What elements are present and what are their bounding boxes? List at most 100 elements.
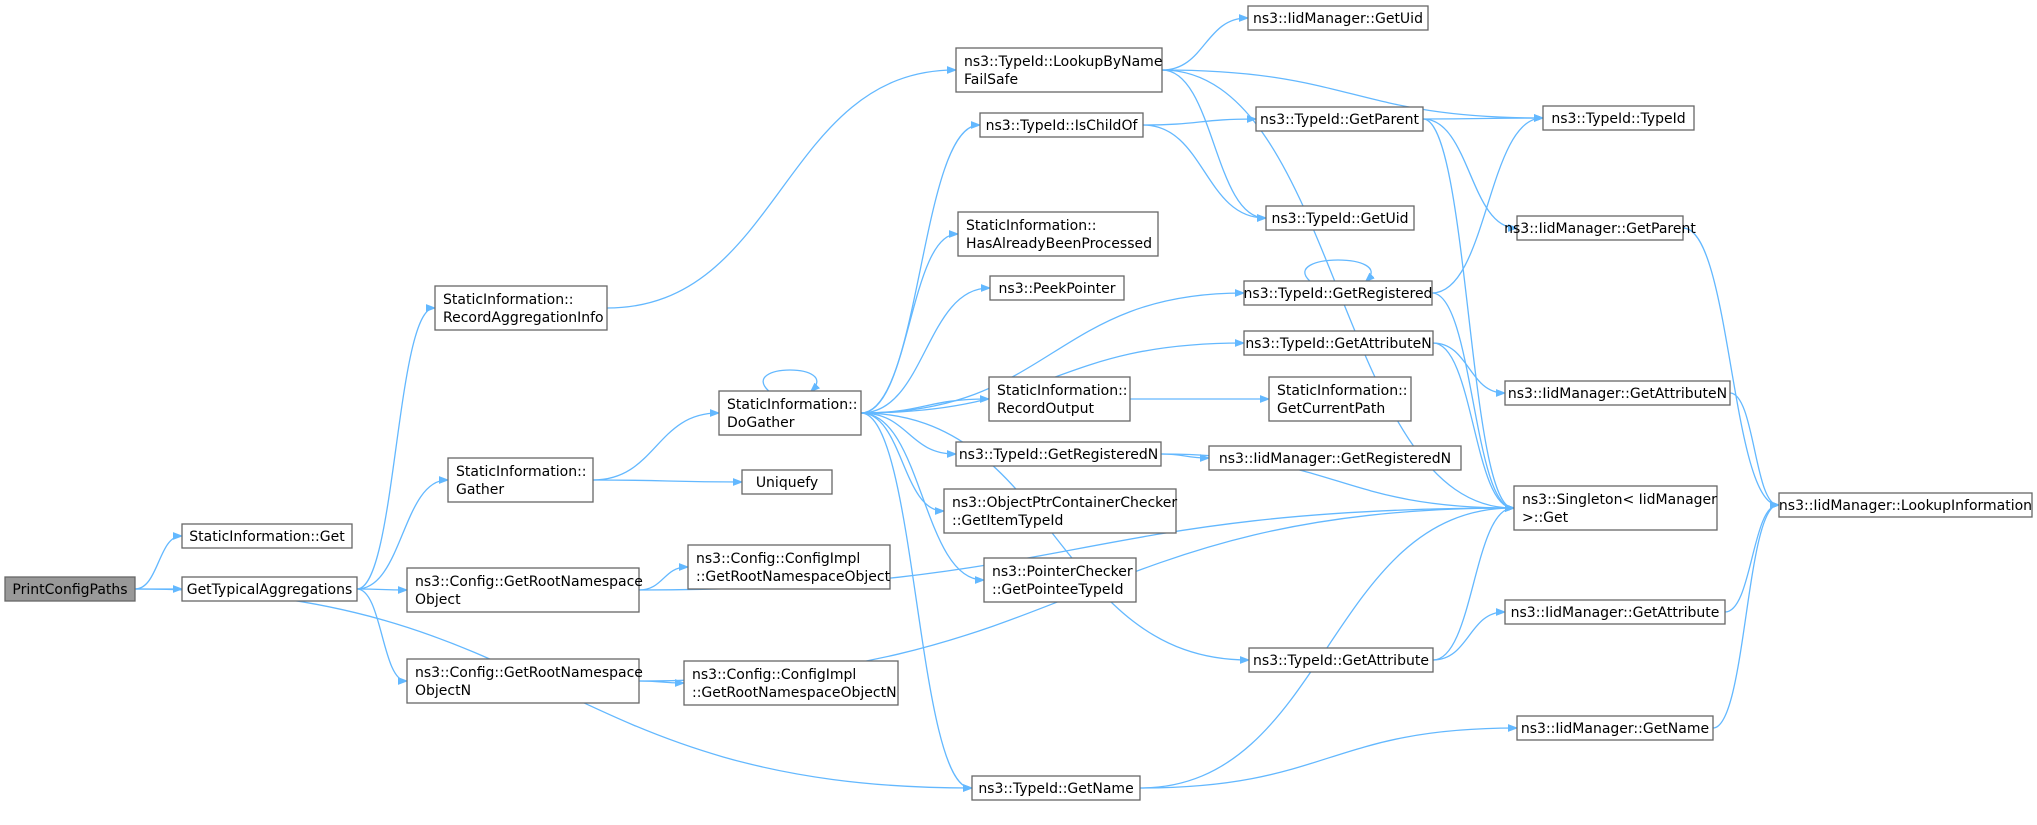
edge-DoGather-to-GetRegistered: [860, 293, 1243, 414]
node-label: ns3::PeekPointer: [999, 281, 1116, 297]
node-label: Object: [415, 592, 461, 608]
node-label: ns3::Singleton< IidManager: [1522, 492, 1717, 508]
node-IM_GetName[interactable]: ns3::IidManager::GetName: [1516, 715, 1714, 741]
node-IM_GetParent[interactable]: ns3::IidManager::GetParent: [1504, 215, 1696, 241]
node-SI_Get[interactable]: StaticInformation::Get: [181, 523, 353, 549]
node-box: [1504, 599, 1726, 625]
node-label: ns3::IidManager::GetUid: [1253, 11, 1423, 27]
node-IM_GetAttributeN[interactable]: ns3::IidManager::GetAttributeN: [1504, 380, 1731, 406]
node-label: >::Get: [1522, 510, 1569, 526]
node-label: StaticInformation::: [997, 383, 1128, 399]
node-box: [434, 285, 608, 331]
node-box: [1247, 5, 1429, 31]
node-RecordOutput[interactable]: StaticInformation::RecordOutput: [988, 376, 1131, 422]
node-GetRegisteredN[interactable]: ns3::TypeId::GetRegisteredN: [955, 441, 1162, 467]
node-TypeId_ctor[interactable]: ns3::TypeId::TypeId: [1542, 105, 1695, 131]
edge-DoGather-to-GetRegisteredN: [860, 412, 955, 454]
node-IsChildOf[interactable]: ns3::TypeId::IsChildOf: [979, 112, 1144, 138]
node-CI_GetRootNamespaceObject[interactable]: ns3::Config::ConfigImpl::GetRootNamespac…: [687, 544, 891, 590]
node-box: [181, 523, 353, 549]
node-GetRegistered[interactable]: ns3::TypeId::GetRegistered: [1243, 280, 1433, 306]
edge-LookupByNameFailSafe-to-TypeId_ctor: [1161, 69, 1542, 118]
node-box: [983, 557, 1137, 603]
edge-TI_GetParent-to-TypeId_ctor: [1422, 118, 1542, 119]
node-label: FailSafe: [964, 72, 1018, 88]
edge-DoGather-to-PeekPointer: [860, 288, 989, 414]
node-Singleton_Get[interactable]: ns3::Singleton< IidManager >::Get: [1513, 485, 1718, 531]
node-box: [943, 488, 1177, 534]
node-label: ns3::Config::GetRootNamespace: [415, 574, 643, 590]
edge-IM_GetParent-to-LookupInformation: [1682, 227, 1778, 505]
edge-DoGather-to-GetPointeeTypeId: [860, 412, 983, 580]
node-box: [955, 441, 1162, 467]
node-label: ns3::TypeId::TypeId: [1551, 111, 1685, 127]
node-label: ::GetRootNamespaceObjectN: [692, 685, 897, 701]
node-label: ns3::TypeId::GetUid: [1271, 211, 1408, 227]
node-label: ns3::Config::ConfigImpl: [696, 551, 860, 567]
node-label: ns3::TypeId::GetAttributeN: [1245, 336, 1431, 352]
node-label: StaticInformation::: [727, 397, 858, 413]
node-GetRootNamespaceObjectN[interactable]: ns3::Config::GetRootNamespaceObjectN: [406, 658, 643, 704]
node-GetTypicalAggregations[interactable]: GetTypicalAggregations: [181, 576, 358, 602]
node-box: [979, 112, 1144, 138]
node-box: [447, 457, 594, 503]
edge-DoGather-to-HasAlreadyBeenProcessed: [860, 234, 957, 414]
node-Gather[interactable]: StaticInformation::Gather: [447, 457, 594, 503]
node-IM_GetAttribute[interactable]: ns3::IidManager::GetAttribute: [1504, 599, 1726, 625]
edge-TI_GetAttributeN-to-IM_GetAttributeN: [1432, 342, 1504, 393]
node-PeekPointer[interactable]: ns3::PeekPointer: [989, 275, 1125, 301]
node-PrintConfigPaths[interactable]: PrintConfigPaths: [4, 576, 136, 602]
node-Uniquefy[interactable]: Uniquefy: [741, 469, 833, 495]
edge-GetRootNamespaceObject-to-CI_GetRootNamespaceObject: [638, 567, 687, 591]
node-label: ::GetRootNamespaceObject: [696, 569, 891, 585]
node-HasAlreadyBeenProcessed[interactable]: StaticInformation::HasAlreadyBeenProcess…: [957, 211, 1159, 257]
edge-Gather-to-DoGather: [592, 413, 718, 481]
node-RecordAggregationInfo[interactable]: StaticInformation::RecordAggregationInfo: [434, 285, 608, 331]
node-box: [1778, 492, 2033, 518]
node-label: ns3::Config::ConfigImpl: [692, 667, 856, 683]
node-DoGather[interactable]: StaticInformation::DoGather: [718, 390, 862, 436]
node-IM_GetRegisteredN[interactable]: ns3::IidManager::GetRegisteredN: [1208, 445, 1462, 471]
node-label: ns3::IidManager::GetAttribute: [1511, 605, 1720, 621]
node-TI_GetUid[interactable]: ns3::TypeId::GetUid: [1265, 205, 1415, 231]
node-box: [1516, 215, 1684, 241]
edge-GetTypicalAggregations-to-GetRootNamespaceObjectN: [356, 588, 406, 681]
node-GetItemTypeId[interactable]: ns3::ObjectPtrContainerChecker::GetItemT…: [943, 488, 1177, 534]
node-TI_GetAttribute[interactable]: ns3::TypeId::GetAttribute: [1248, 647, 1434, 673]
node-TI_GetName[interactable]: ns3::TypeId::GetName: [971, 775, 1141, 801]
node-box: [741, 469, 833, 495]
node-label: RecordOutput: [997, 401, 1095, 417]
node-box: [1268, 376, 1412, 422]
node-box: [1208, 445, 1462, 471]
node-TI_GetParent[interactable]: ns3::TypeId::GetParent: [1255, 106, 1424, 132]
edge-LookupByNameFailSafe-to-IM_GetUid: [1161, 18, 1247, 71]
node-box: [955, 47, 1163, 93]
node-label: ns3::TypeId::GetName: [978, 781, 1133, 797]
node-label: ns3::IidManager::GetParent: [1504, 221, 1696, 237]
node-label: HasAlreadyBeenProcessed: [966, 236, 1152, 252]
edge-IM_GetAttributeN-to-LookupInformation: [1729, 392, 1778, 505]
node-box: [1542, 105, 1695, 131]
edge-GetRegistered-to-Singleton_Get: [1431, 292, 1513, 508]
node-box: [957, 211, 1159, 257]
node-LookupInformation[interactable]: ns3::IidManager::LookupInformation: [1778, 492, 2033, 518]
edge-GetTypicalAggregations-to-Gather: [356, 480, 447, 590]
node-TI_GetAttributeN[interactable]: ns3::TypeId::GetAttributeN: [1243, 330, 1434, 356]
edge-IM_GetAttribute-to-LookupInformation: [1724, 505, 1778, 613]
node-IM_GetUid[interactable]: ns3::IidManager::GetUid: [1247, 5, 1429, 31]
node-CI_GetRootNamespaceObjectN[interactable]: ns3::Config::ConfigImpl::GetRootNamespac…: [683, 660, 899, 706]
node-label: DoGather: [727, 415, 795, 431]
edge-PrintConfigPaths-to-SI_Get: [134, 536, 181, 590]
node-GetRootNamespaceObject[interactable]: ns3::Config::GetRootNamespaceObject: [406, 567, 643, 613]
edge-TI_GetAttribute-to-IM_GetAttribute: [1432, 612, 1504, 661]
node-label: ns3::IidManager::GetRegisteredN: [1219, 451, 1451, 467]
node-label: StaticInformation::: [443, 292, 574, 308]
node-box: [1243, 280, 1433, 306]
node-box: [1243, 330, 1434, 356]
node-box: [718, 390, 862, 436]
node-label: ns3::TypeId::GetRegisteredN: [959, 447, 1158, 463]
node-GetCurrentPath[interactable]: StaticInformation::GetCurrentPath: [1268, 376, 1412, 422]
node-GetPointeeTypeId[interactable]: ns3::PointerChecker::GetPointeeTypeId: [983, 557, 1137, 603]
